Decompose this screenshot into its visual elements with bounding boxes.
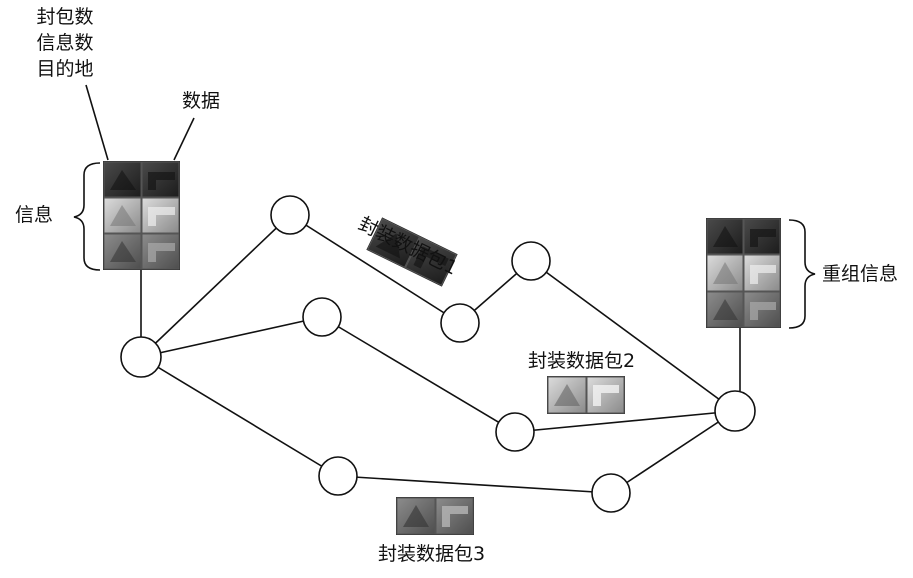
- header-line: 信息数: [36, 32, 94, 54]
- message-stack-source: [103, 161, 180, 270]
- node: [714, 390, 756, 432]
- node: [591, 473, 631, 513]
- node: [511, 241, 551, 281]
- reassemble-label: 重组信息: [822, 263, 899, 285]
- node: [302, 297, 342, 337]
- network-links: [85, 84, 741, 494]
- packet-3-label: 封装数据包3: [378, 543, 486, 565]
- link: [514, 410, 736, 433]
- packet-3-block: [396, 497, 474, 535]
- node: [318, 456, 358, 496]
- link: [140, 316, 323, 358]
- link: [140, 356, 339, 477]
- brace-right: [788, 219, 816, 329]
- header-line: 封包数: [36, 6, 94, 28]
- message-stack-destination: [706, 218, 781, 328]
- block-tile-light: [103, 197, 142, 234]
- node: [120, 336, 162, 378]
- info-label: 信息: [15, 204, 54, 226]
- link: [610, 410, 736, 494]
- link: [321, 316, 516, 433]
- block-tile-dark: [103, 161, 142, 198]
- leader-data: [173, 117, 195, 161]
- block-tile-mid: [141, 233, 180, 270]
- link: [289, 214, 461, 324]
- brace-left: [73, 162, 101, 271]
- packet-1-block: [366, 217, 458, 287]
- network-nodes: [120, 195, 756, 513]
- header-label: 封包数 信息数 目的地: [10, 4, 120, 82]
- leader-header: [85, 84, 109, 161]
- node: [495, 412, 535, 452]
- packet-2-label: 封装数据包2: [528, 350, 636, 372]
- node: [440, 303, 480, 343]
- node: [270, 195, 310, 235]
- link: [140, 214, 291, 358]
- packet-2-block: [547, 376, 625, 414]
- link: [530, 260, 736, 412]
- link: [337, 475, 612, 494]
- header-line: 目的地: [36, 58, 94, 80]
- block-tile-light: [141, 197, 180, 234]
- data-label: 数据: [182, 90, 221, 112]
